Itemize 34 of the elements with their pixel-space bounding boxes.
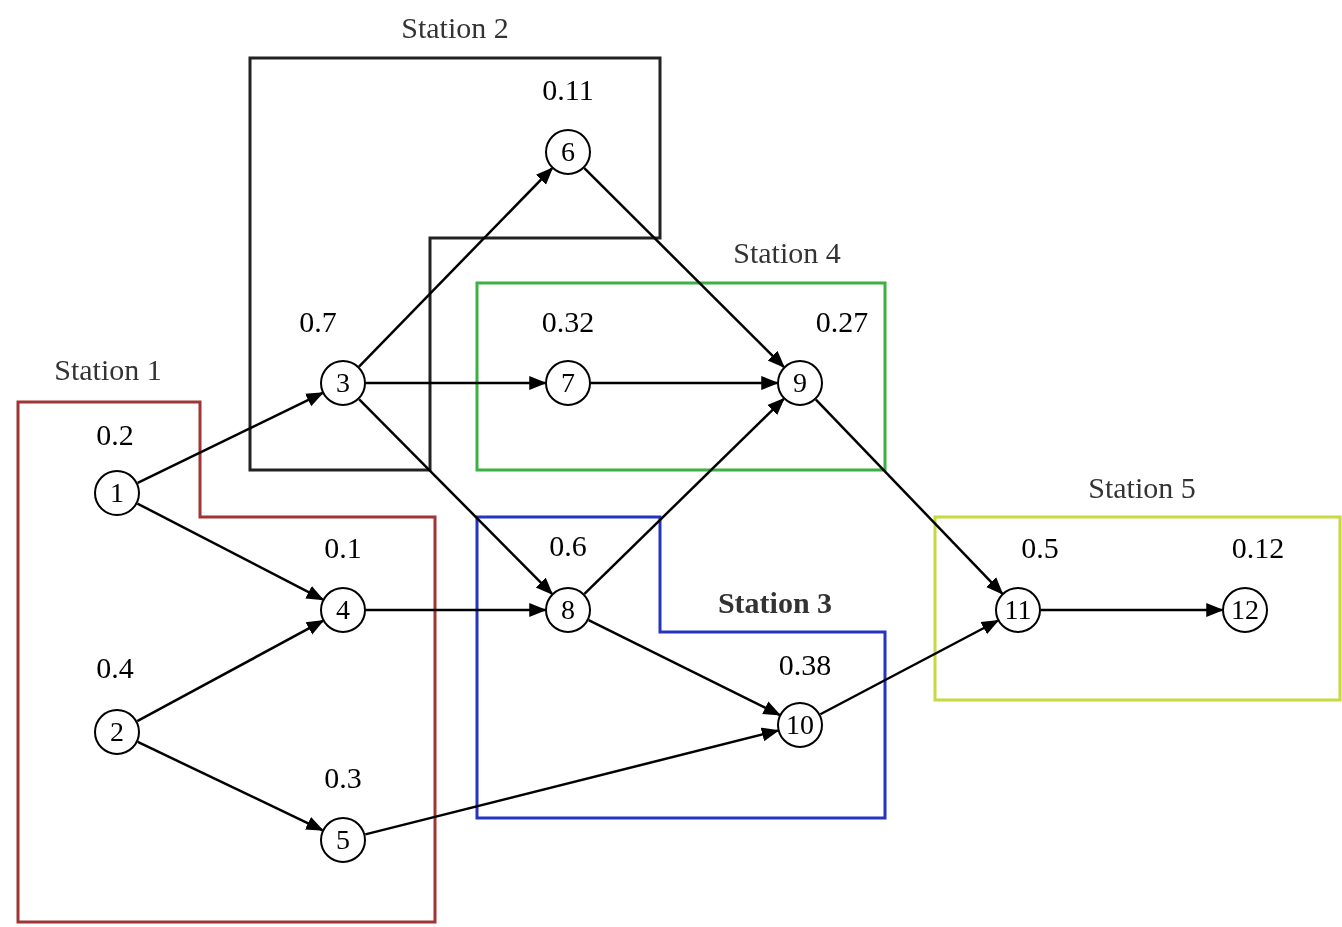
arrow [366,376,547,390]
arrow [358,167,554,368]
task-time: 0.32 [541,307,595,337]
task-time: 0.4 [96,653,134,683]
task-time: 0.5 [1021,533,1059,563]
station-label: Station 4 [733,238,841,268]
task-time: 0.3 [324,763,362,793]
arrow [583,397,785,595]
station-label: Station 2 [401,13,509,43]
task-time: 0.12 [1231,533,1285,563]
task-time: 0.11 [542,75,594,105]
arrow [137,391,324,485]
arrow [136,502,325,601]
station-label: Station 3 [717,588,833,618]
task-time: 0.1 [324,533,362,563]
arrow [366,603,547,617]
task-time: 0.38 [778,650,832,680]
arrow [588,619,781,716]
arrow [583,167,785,368]
station-label: Station 5 [1088,473,1196,503]
arrow [136,619,325,723]
task-time: 0.7 [299,307,337,337]
arrow [137,740,324,832]
arrow [819,619,1000,716]
task-time: 0.2 [96,420,134,450]
arrow [365,727,780,836]
task-time: 0.27 [815,307,869,337]
arrow [591,376,779,390]
arrow [358,398,554,595]
task-time: 0.6 [549,531,587,561]
arrow [815,398,1004,595]
station-region [474,514,888,821]
station-label: Station 1 [54,355,162,385]
arrow [1041,603,1224,617]
